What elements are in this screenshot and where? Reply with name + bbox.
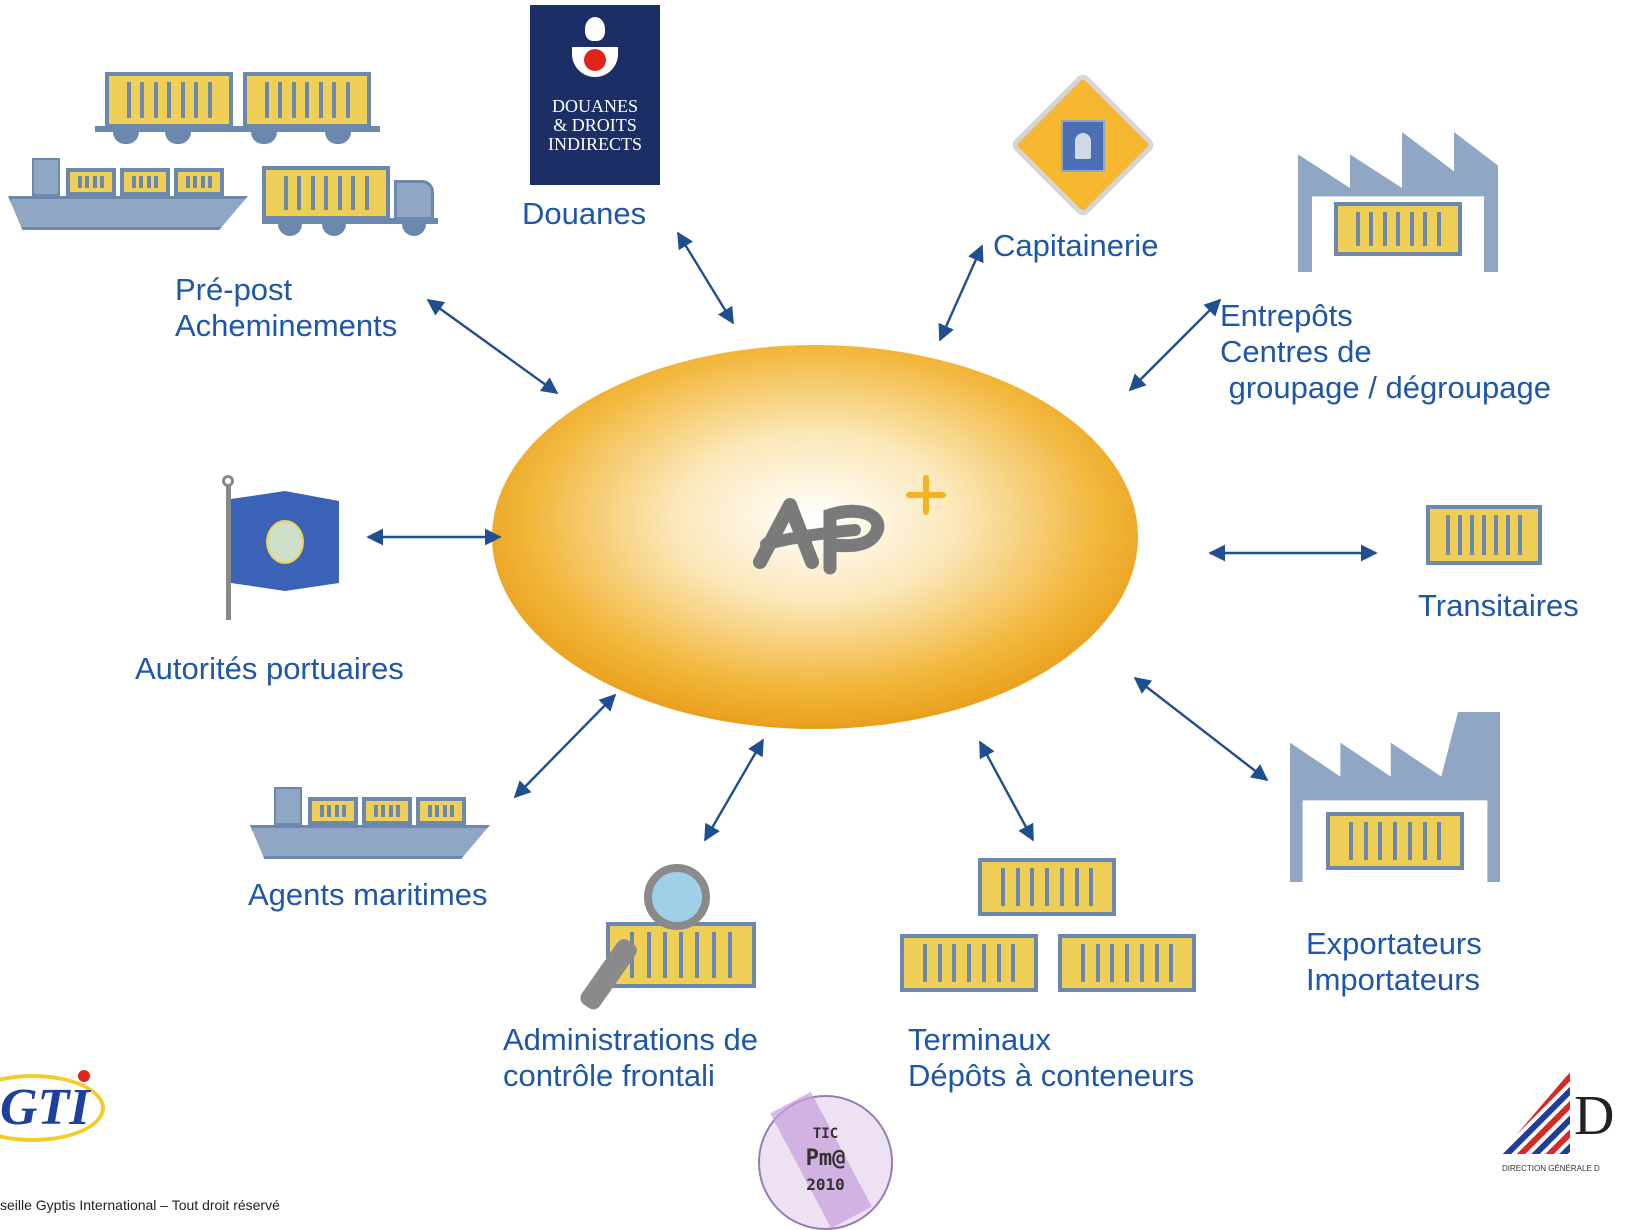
- label-prepost-line1: Pré-post: [175, 272, 293, 307]
- arrow-entrepots: [1128, 298, 1222, 392]
- cargo-ship-icon: [8, 158, 248, 233]
- truck-train-icon: [95, 72, 380, 144]
- label-administrations-line1: Administrations de: [503, 1022, 759, 1057]
- arrow-agents: [513, 693, 617, 799]
- label-agents: Agents maritimes: [248, 877, 488, 912]
- tic-pme-line3: 2010: [806, 1175, 845, 1194]
- label-autorites: Autorités portuaires: [135, 651, 404, 686]
- stacked-containers-icon: [900, 858, 1200, 998]
- warehouse-icon: [1298, 132, 1498, 272]
- label-douanes: Douanes: [522, 196, 647, 231]
- tic-pme-line1: TIC: [812, 1126, 839, 1142]
- capitainerie-icon: [1003, 65, 1163, 225]
- label-entrepots-line3: groupage / dégroupage: [1220, 370, 1551, 405]
- arrow-administrations: [703, 738, 765, 842]
- inspection-icon: [577, 862, 760, 1013]
- copyright-footer: seille Gyptis International – Tout droit…: [0, 1197, 280, 1213]
- tic-pme-line2: Pm@: [805, 1146, 846, 1171]
- label-terminaux: Terminaux Dépôts à conteneurs: [908, 1022, 1194, 1094]
- hub-logo: [753, 475, 946, 575]
- arrow-capitainerie: [938, 244, 984, 342]
- label-entrepots-line1: Entrepôts: [1220, 298, 1353, 333]
- dgddi-logo: D DIRECTION GÉNÉRALE D: [1500, 1072, 1625, 1177]
- label-exportateurs-line2: Importateurs: [1306, 962, 1481, 997]
- douanes-logo: DOUANES & DROITS INDIRECTS: [530, 5, 660, 185]
- label-terminaux-line1: Terminaux: [908, 1022, 1051, 1057]
- gti-logo-text: GTI: [0, 1079, 90, 1136]
- label-exportateurs-line1: Exportateurs: [1306, 926, 1482, 961]
- label-terminaux-line2: Dépôts à conteneurs: [908, 1058, 1195, 1093]
- douanes-logo-line3: INDIRECTS: [548, 134, 642, 154]
- factory-icon: [1290, 712, 1500, 882]
- label-exportateurs: Exportateurs Importateurs: [1306, 926, 1482, 998]
- label-transitaires: Transitaires: [1418, 588, 1579, 623]
- dgddi-logo-caption: DIRECTION GÉNÉRALE D: [1502, 1164, 1600, 1173]
- arrow-exportateurs: [1133, 676, 1269, 782]
- arrow-terminaux: [978, 740, 1035, 842]
- douanes-logo-line1: DOUANES: [551, 96, 638, 116]
- label-entrepots-line2: Centres de: [1220, 334, 1372, 369]
- arrow-douanes: [676, 231, 735, 325]
- transitaires-container-icon: [1426, 505, 1542, 565]
- container-truck-icon: [262, 166, 438, 236]
- dgddi-logo-letter: D: [1574, 1085, 1615, 1147]
- arrow-prepost: [426, 299, 559, 394]
- ship-icon: [250, 787, 490, 862]
- label-capitainerie: Capitainerie: [993, 228, 1159, 263]
- label-prepost-line2: Acheminements: [175, 308, 398, 343]
- label-administrations: Administrations de contrôle frontali: [503, 1022, 758, 1094]
- gti-logo: GTI: [0, 1070, 110, 1150]
- tic-pme-logo: TIC Pm@ 2010: [758, 1075, 893, 1230]
- label-prepost: Pré-post Acheminements: [175, 272, 397, 344]
- label-administrations-line2: contrôle frontali: [503, 1058, 715, 1093]
- douanes-logo-line2: & DROITS: [553, 115, 637, 135]
- port-authority-flag-icon: [216, 475, 346, 620]
- label-entrepots: Entrepôts Centres de groupage / dégroupa…: [1220, 298, 1551, 406]
